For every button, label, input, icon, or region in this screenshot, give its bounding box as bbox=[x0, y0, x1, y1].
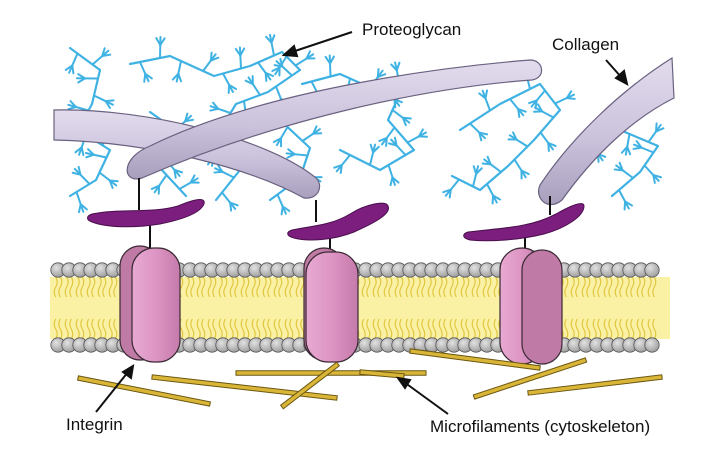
microfilament bbox=[409, 348, 541, 371]
proteoglycan-arrow bbox=[281, 31, 353, 58]
microfilaments-label: Microfilaments (cytoskeleton) bbox=[430, 417, 651, 436]
microfilament-group bbox=[76, 348, 663, 410]
microfilament bbox=[527, 374, 663, 396]
microfilament bbox=[76, 375, 212, 407]
integrin-right bbox=[499, 247, 563, 365]
collagen-label: Collagen bbox=[552, 35, 620, 54]
collagen-fiber-right bbox=[538, 56, 675, 206]
integrin-middle bbox=[303, 247, 359, 363]
collagen-group bbox=[53, 56, 675, 206]
proteoglycan-label: Proteoglycan bbox=[362, 20, 462, 39]
pointer-arrows bbox=[95, 31, 629, 415]
integrin-left bbox=[119, 245, 181, 363]
integrin-arrow bbox=[95, 364, 135, 413]
collagen-fiber-long bbox=[126, 59, 543, 180]
fibronectin-left bbox=[87, 199, 205, 228]
microfilament bbox=[151, 374, 338, 401]
microfilaments-arrow bbox=[395, 376, 449, 415]
fibronectin-middle bbox=[287, 202, 389, 241]
integrin-label: Integrin bbox=[66, 415, 123, 434]
microfilament bbox=[472, 357, 588, 400]
collagen-arrow bbox=[605, 59, 629, 86]
fibronectin-right bbox=[463, 203, 585, 242]
microfilament bbox=[279, 361, 341, 410]
fibronectin-group bbox=[87, 199, 585, 242]
microfilament bbox=[359, 369, 405, 379]
integrin-group bbox=[119, 245, 563, 365]
proteoglycan bbox=[300, 54, 428, 187]
